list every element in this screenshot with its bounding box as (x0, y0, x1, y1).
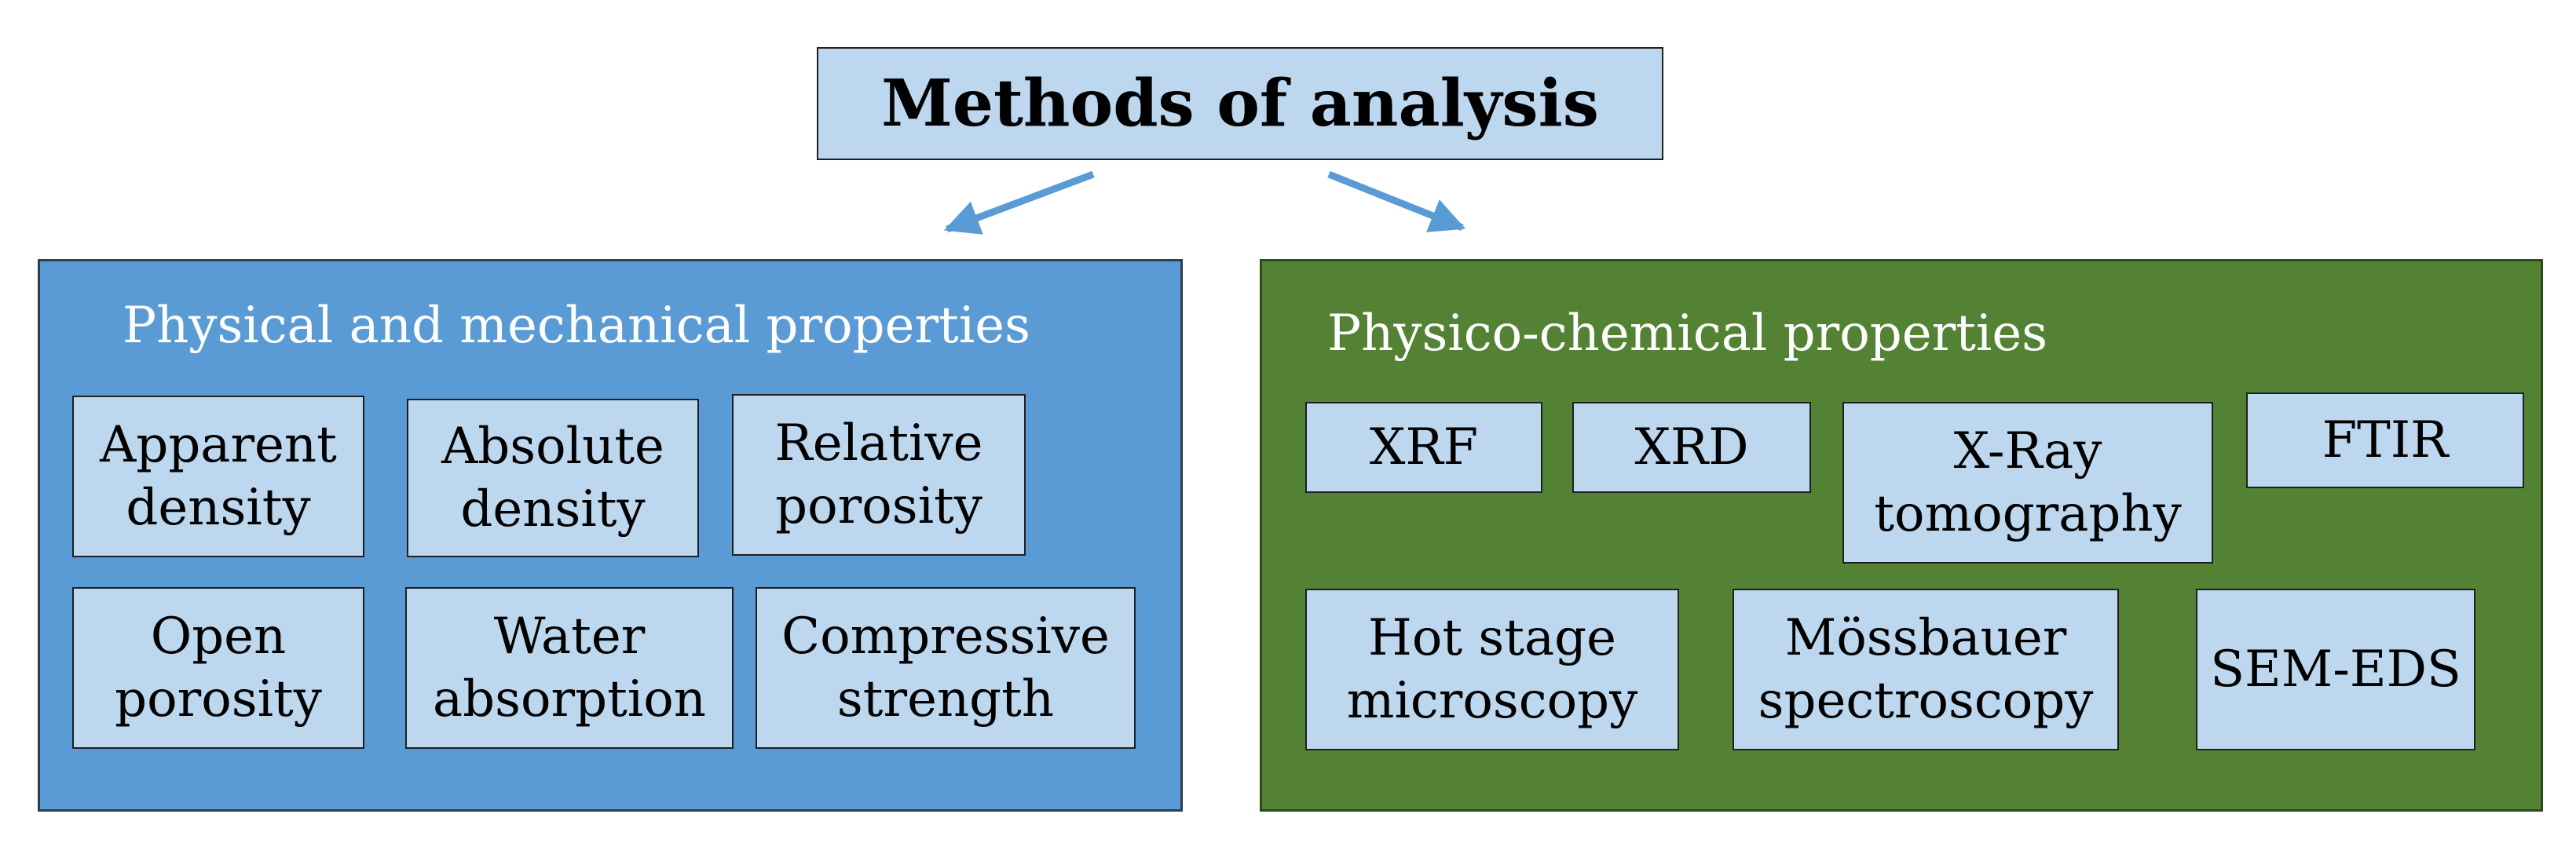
item-sem-eds: SEM-EDS (2196, 589, 2475, 750)
arrow-right (1327, 170, 1466, 232)
item-apparent-density: Apparent density (72, 396, 364, 557)
item-mossbauer-spectroscopy: Mössbauer spectroscopy (1733, 589, 2119, 750)
item-hot-stage-microscopy: Hot stage microscopy (1305, 589, 1679, 750)
item-xrd: XRD (1572, 402, 1811, 493)
item-relative-porosity: Relative porosity (732, 394, 1026, 556)
physico-chemical-heading: Physico-chemical properties (1327, 305, 2048, 363)
item-compressive-strength: Compressive strength (756, 587, 1136, 749)
item-ftir: FTIR (2246, 392, 2524, 488)
item-open-porosity: Open porosity (72, 587, 364, 749)
arrow-left (943, 170, 1095, 235)
item-xrf: XRF (1305, 402, 1542, 493)
diagram-title: Methods of analysis (817, 47, 1663, 160)
physical-properties-heading: Physical and mechanical properties (123, 297, 1030, 355)
item-x-ray-tomography: X-Ray tomography (1842, 402, 2213, 564)
item-absolute-density: Absolute density (407, 399, 699, 557)
item-water-absorption: Water absorption (405, 587, 734, 749)
